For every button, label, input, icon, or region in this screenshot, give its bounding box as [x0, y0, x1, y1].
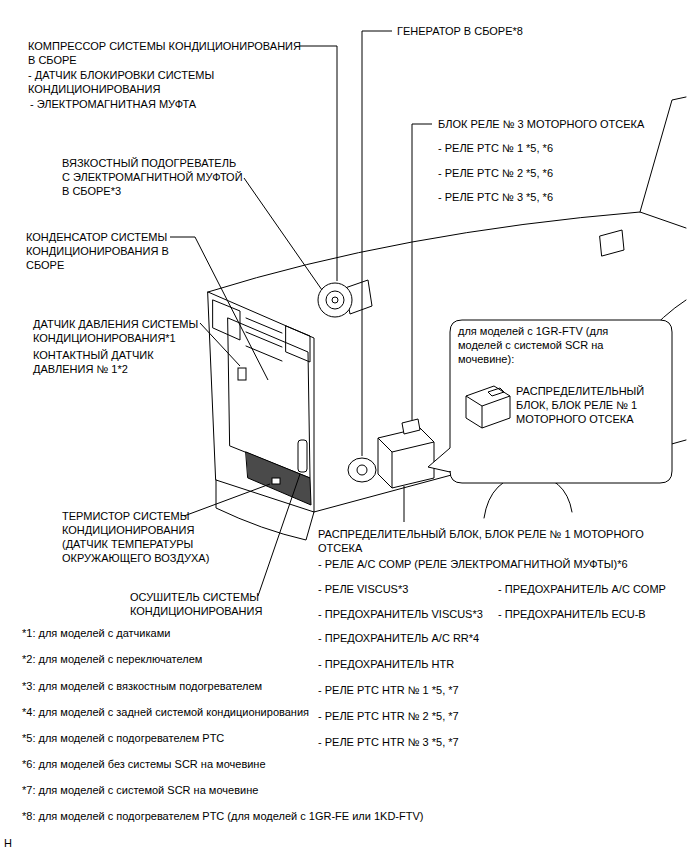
part-label: ТЕРМИСТОР СИСТЕМЫ КОНДИЦИОНИРОВАНИЯ (ДАТ… — [62, 509, 212, 565]
vehicle-body — [208, 97, 686, 540]
footnote: *1: для моделей с датчиками — [22, 626, 170, 640]
part-label: РАСПРЕДЕЛИТЕЛЬНЫЙ БЛОК, БЛОК РЕЛЕ № 1 МО… — [318, 527, 646, 555]
leader-line — [300, 46, 337, 281]
part-label: - ДАТЧИК БЛОКИРОВКИ СИСТЕМЫ КОНДИЦИОНИРО… — [28, 68, 217, 96]
door-mirror — [600, 230, 624, 256]
relay-block-edges — [378, 438, 434, 488]
hood-edge — [208, 212, 686, 292]
relay-block-3 — [402, 419, 420, 434]
part-label: - РЕЛЕ PTC № 3 *5, *6 — [438, 190, 553, 204]
part-label: - РЕЛЕ PTC HTR № 3 *5, *7 — [318, 735, 459, 749]
part-label: - РЕЛЕ PTC HTR № 1 *5, *7 — [318, 683, 459, 697]
part-label: ГЕНЕРАТОР В СБОРЕ*8 — [397, 24, 523, 38]
headlight — [213, 300, 240, 340]
figure-code: H — [4, 836, 12, 850]
relay-block-detail — [466, 388, 510, 428]
ambient-thermistor — [272, 478, 280, 484]
part-label: - РЕЛЕ PTC № 1 *5, *6 — [438, 141, 553, 155]
part-label: ДАТЧИК ДАВЛЕНИЯ СИСТЕМЫ КОНДИЦИОНИРОВАНИ… — [33, 317, 201, 345]
part-label: - ПРЕДОХРАНИТЕЛЬ HTR — [318, 657, 454, 671]
part-label: БЛОК РЕЛЕ № 3 МОТОРНОГО ОТСЕКА — [438, 117, 644, 131]
part-label: ВЯЗКОСТНЫЙ ПОДОГРЕВАТЕЛЬ С ЭЛЕКТРОМАГНИТ… — [62, 156, 245, 198]
ac-condenser — [228, 318, 310, 478]
footnote: *5: для моделей с подогревателем PTC — [22, 731, 224, 745]
inset-note: для моделей с 1GR-FTV (для моделей с сис… — [458, 324, 616, 366]
footnote: *8: для моделей с подогревателем PTC (дл… — [22, 809, 423, 823]
part-label: - РЕЛЕ VISCUS*3 — [318, 582, 408, 596]
compressor-clutch — [326, 291, 344, 309]
leader-line — [404, 486, 405, 522]
receiver-dryer — [298, 440, 307, 472]
part-label: - РЕЛЕ PTC HTR № 2 *5, *7 — [318, 709, 459, 723]
leader-line — [412, 124, 432, 420]
footnote: *4: для моделей с задней системой кондиц… — [22, 705, 309, 719]
part-label: - ПРЕДОХРАНИТЕЛЬ A/C COMP — [498, 582, 666, 596]
leader-lines — [170, 31, 432, 596]
relay-block-icon — [466, 386, 510, 428]
footnote: *7: для моделей с системой SCR на мочеви… — [22, 783, 258, 797]
compressor-hub — [332, 297, 338, 303]
leader-line — [170, 237, 268, 380]
part-label: КОНТАКТНЫЙ ДАТЧИК ДАВЛЕНИЯ № 1*2 — [33, 348, 156, 376]
part-label: - ПРЕДОХРАНИТЕЛЬ A/C RR*4 — [318, 631, 479, 645]
pressure-sensor — [238, 368, 246, 380]
leader-line — [200, 323, 240, 366]
part-label: КОНДЕНСАТОР СИСТЕМЫ КОНДИЦИОНИРОВАНИЯ В … — [26, 230, 170, 272]
part-label: КОМПРЕССОР СИСТЕМЫ КОНДИЦИОНИРОВАНИЯ В С… — [28, 39, 303, 67]
leader-line — [184, 484, 270, 516]
relay-block-shape — [466, 386, 510, 428]
grille-slats — [246, 318, 282, 361]
alternator — [348, 458, 376, 482]
part-label: - ПРЕДОХРАНИТЕЛЬ VISCUS*3 — [318, 607, 483, 621]
compressor-pulley — [318, 283, 352, 317]
part-label: - ПРЕДОХРАНИТЕЛЬ ECU-B — [498, 607, 646, 621]
part-label: - РЕЛЕ A/C COMP (РЕЛЕ ЭЛЕКТРОМАГНИТНОЙ М… — [318, 557, 628, 571]
part-label: ОСУШИТЕЛЬ СИСТЕМЫ КОНДИЦИОНИРОВАНИЯ — [130, 590, 265, 618]
footnote: *6: для моделей без системы SCR на мочев… — [22, 757, 266, 771]
part-label: - РЕЛЕ PTC № 2 *5, *6 — [438, 166, 553, 180]
relay-block — [378, 428, 434, 488]
inset-part-label: РАСПРЕДЕЛИТЕЛЬНЫЙ БЛОК, БЛОК РЕЛЕ № 1 МО… — [516, 384, 647, 426]
part-label: - ЭЛЕКТРОМАГНИТНАЯ МУФТА — [30, 97, 196, 111]
leader-line — [244, 178, 322, 290]
inset-callout: для моделей с 1GR-FTV (для моделей с сис… — [450, 320, 672, 483]
callout-border — [428, 320, 672, 483]
alternator-pulley — [357, 465, 367, 475]
leader-line — [258, 474, 300, 596]
footnote: *3: для моделей с вязкостным подогревате… — [22, 679, 262, 693]
footnote: *2: для моделей с переключателем — [22, 652, 202, 666]
components — [238, 280, 434, 488]
windshield-pillar — [640, 97, 686, 212]
leader-line — [362, 31, 392, 456]
